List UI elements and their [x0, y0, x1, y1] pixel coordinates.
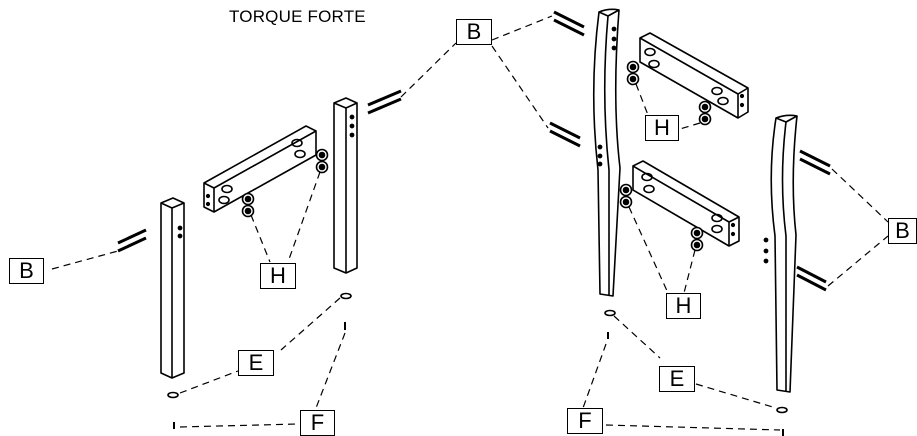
label-e-right: E — [659, 366, 695, 392]
diagram-title: TORQUE FORTE — [229, 7, 366, 26]
label-b-top: B — [456, 19, 492, 45]
label-f-right: F — [567, 408, 603, 434]
right-short-curved-leg — [763, 114, 798, 393]
right-hardware — [604, 309, 788, 436]
label-b-left: B — [9, 258, 44, 284]
nuts-right-frame — [619, 60, 712, 252]
label-e-left: E — [238, 350, 274, 376]
bolt-pair-center — [367, 89, 402, 115]
leader-lines — [51, 15, 889, 431]
left-short-leg — [160, 197, 185, 379]
right-tall-curved-leg — [592, 8, 621, 297]
label-h-right-bottom: H — [666, 293, 701, 319]
left-crossbar — [203, 125, 317, 213]
label-h-right-top: H — [645, 115, 679, 141]
label-b-right: B — [888, 218, 917, 244]
bolt-pairs-right — [549, 10, 831, 292]
label-h-left: H — [260, 263, 296, 289]
label-f-left: F — [300, 410, 335, 436]
nuts-left-frame — [241, 148, 329, 218]
right-lower-crossbar — [632, 160, 740, 247]
right-upper-crossbar — [639, 32, 749, 119]
left-tall-leg — [333, 97, 358, 274]
bolt-pair-left — [117, 228, 147, 253]
left-hardware — [167, 292, 352, 429]
